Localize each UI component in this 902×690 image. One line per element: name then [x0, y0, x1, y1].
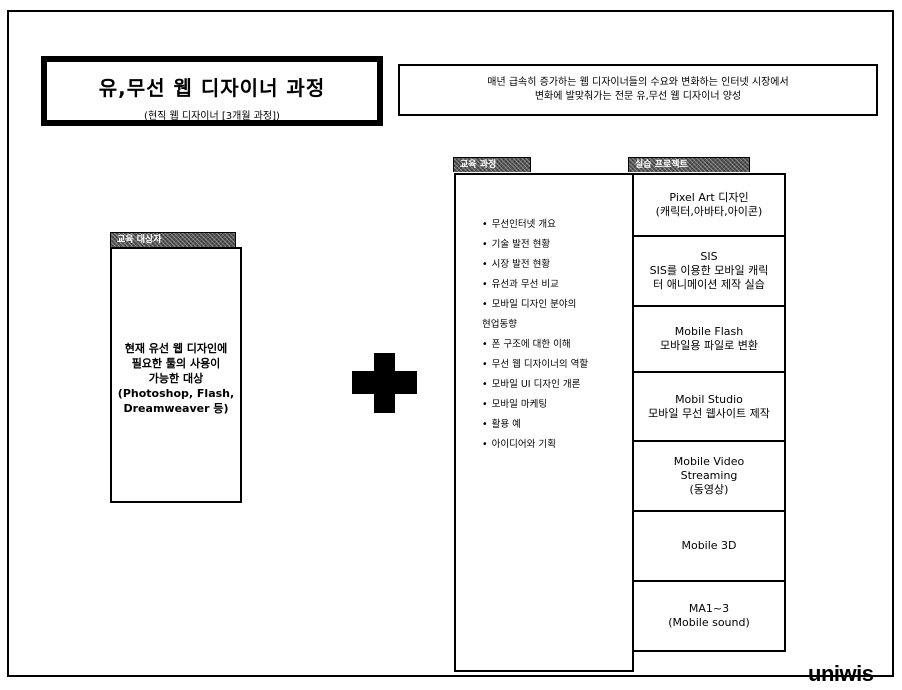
practice-line: (캐릭터,아바타,아이콘)	[655, 205, 763, 218]
target-line: 가능한 대상	[148, 372, 204, 385]
list-item: 모바일 디자인 분야의	[482, 295, 632, 315]
plus-icon	[352, 371, 417, 394]
list-item-continuation: 현업동향	[482, 319, 517, 330]
practice-line: MA1~3	[688, 602, 730, 615]
practice-line: Mobile Video	[673, 455, 745, 468]
target-line: (Photoshop, Flash,	[117, 387, 235, 400]
uniwis-logo: uniwis	[808, 661, 874, 686]
target-line: 필요한 툴의 사용이	[131, 357, 221, 370]
practice-item-mobil-studio: Mobil Studio 모바일 무선 웹사이트 제작	[632, 373, 786, 442]
list-item: 활용 예	[482, 415, 632, 435]
target-line: 현재 유선 웹 디자인에	[124, 342, 228, 355]
list-item: 무선인터넷 개요	[482, 215, 632, 235]
practice-item-mobile-3d: Mobile 3D	[632, 512, 786, 582]
list-item: 시장 발전 현황	[482, 255, 632, 275]
list-item: 무선 웹 디자이너의 역할	[482, 355, 632, 375]
list-item: 모바일 마케팅	[482, 395, 632, 415]
practice-line: Mobil Studio	[675, 392, 743, 406]
practice-tab: 실습 프로젝트	[628, 157, 750, 172]
course-description-box: 매년 급속히 증가하는 웹 디자이너들의 수요와 변화하는 인터넷 시장에서 변…	[398, 64, 878, 116]
practice-item-mobile-sound: MA1~3 (Mobile sound)	[632, 582, 786, 652]
page-frame	[7, 10, 894, 677]
target-audience-tab: 교육 대상자	[110, 232, 236, 247]
education-list: 무선인터넷 개요 기술 발전 현황 시장 발전 현황 유선과 무선 비교 모바일…	[456, 175, 632, 455]
practice-line: Pixel Art 디자인	[669, 191, 749, 204]
practice-line: 터 애니메이션 제작 실습	[653, 278, 765, 291]
list-item: 유선과 무선 비교	[482, 275, 632, 295]
list-item: 폰 구조에 대한 이해	[482, 335, 632, 355]
education-box: 무선인터넷 개요 기술 발전 현황 시장 발전 현황 유선과 무선 비교 모바일…	[454, 173, 634, 672]
list-item: 기술 발전 현황	[482, 235, 632, 255]
list-item: 모바일 UI 디자인 개론	[482, 375, 632, 395]
course-title: 유,무선 웹 디자이너 과정	[98, 76, 326, 100]
practice-line: (동영상)	[689, 483, 729, 496]
list-item: 아이디어와 기획	[482, 435, 632, 455]
target-line: Dreamweaver 등)	[123, 402, 229, 415]
practice-line: 모바일용 파일로 변환	[659, 339, 759, 352]
course-title-box: 유,무선 웹 디자이너 과정 (현직 웹 디자이너 [3개월 과정])	[41, 56, 383, 126]
target-audience-box: 현재 유선 웹 디자인에 필요한 툴의 사용이 가능한 대상 (Photosho…	[110, 247, 242, 503]
practice-line: Mobile Flash	[674, 325, 744, 338]
practice-item-sis: SIS SIS를 이용한 모바일 캐릭 터 애니메이션 제작 실습	[632, 237, 786, 307]
practice-line: (Mobile sound)	[668, 616, 750, 629]
practice-item-mobile-flash: Mobile Flash 모바일용 파일로 변환	[632, 307, 786, 373]
practice-line: SIS	[700, 250, 718, 263]
course-subtitle: (현직 웹 디자이너 [3개월 과정])	[144, 111, 280, 122]
description-line-1: 매년 급속히 증가하는 웹 디자이너들의 수요와 변화하는 인터넷 시장에서	[487, 77, 789, 88]
practice-line: Mobile 3D	[681, 539, 737, 552]
practice-line: SIS를 이용한 모바일 캐릭	[649, 264, 769, 277]
practice-line: Streaming	[680, 469, 738, 482]
practice-item-pixel-art: Pixel Art 디자인 (캐릭터,아바타,아이콘)	[632, 173, 786, 237]
education-tab: 교육 과정	[453, 157, 531, 172]
practice-item-mobile-video: Mobile Video Streaming (동영상)	[632, 442, 786, 512]
practice-line: 모바일 무선 웹사이트 제작	[648, 406, 770, 420]
description-line-2: 변화에 발맞춰가는 전문 유,무선 웹 디자이너 양성	[534, 91, 742, 102]
